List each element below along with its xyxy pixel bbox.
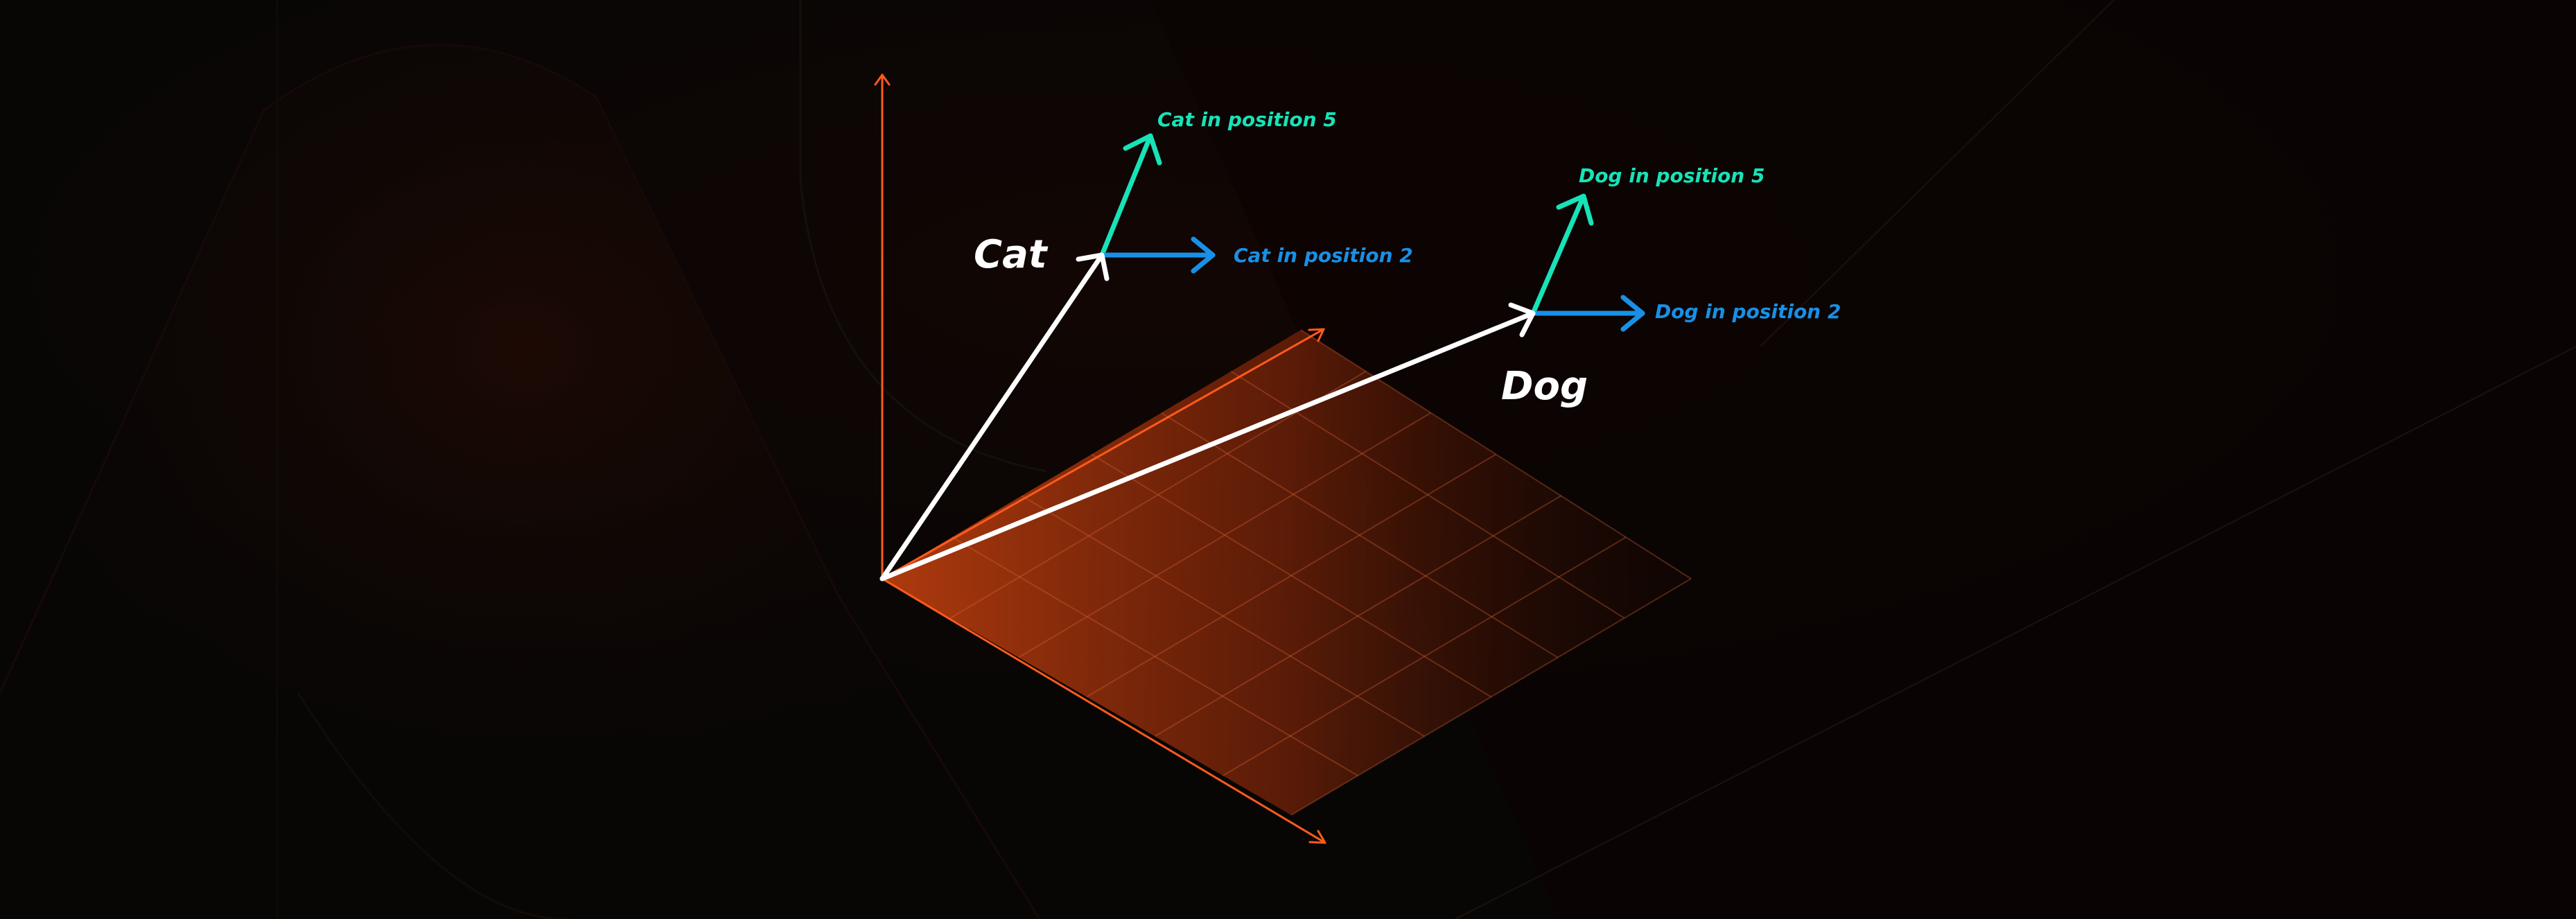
grid-line bbox=[952, 536, 1358, 777]
dog-position-5-label: Dog in position 5 bbox=[1579, 164, 1764, 187]
dog-label: Dog bbox=[1501, 364, 1588, 409]
grid-line bbox=[1223, 536, 1627, 777]
grid-line bbox=[1230, 370, 1625, 619]
grid-line bbox=[1161, 412, 1559, 658]
plane-grid bbox=[949, 329, 1692, 816]
grid-line bbox=[949, 370, 1367, 619]
cat-position-5-arrow bbox=[1099, 133, 1162, 258]
cat-vector-group: Cat Cat in position 5 Cat in position 2 bbox=[879, 108, 1413, 581]
cat-label: Cat bbox=[974, 232, 1049, 277]
grid-line bbox=[1091, 453, 1492, 698]
embedding-plane bbox=[882, 329, 1692, 816]
cat-position-5-label: Cat in position 5 bbox=[1157, 108, 1337, 131]
coordinate-axes bbox=[874, 73, 1326, 844]
plane-right-edge bbox=[1290, 578, 1692, 816]
dog-position-5-arrow bbox=[1530, 193, 1594, 316]
grid-line bbox=[1086, 453, 1497, 698]
dog-position-2-label: Dog in position 2 bbox=[1655, 300, 1841, 323]
cat-word-vector bbox=[879, 252, 1110, 581]
depth-axis bbox=[881, 328, 1325, 580]
vertical-axis bbox=[874, 73, 891, 580]
plane-far-edge bbox=[1300, 329, 1692, 579]
grid-line bbox=[1154, 495, 1561, 737]
grid-line bbox=[1021, 495, 1425, 737]
horizontal-axis bbox=[881, 577, 1326, 844]
dog-word-vector bbox=[879, 302, 1536, 581]
grid-line bbox=[1018, 412, 1432, 658]
cat-position-2-arrow bbox=[1099, 236, 1216, 274]
dog-position-2-arrow bbox=[1530, 295, 1645, 332]
dog-vector-group: Dog Dog in position 5 Dog in position 2 bbox=[879, 164, 1841, 581]
cat-position-2-label: Cat in position 2 bbox=[1234, 244, 1413, 267]
